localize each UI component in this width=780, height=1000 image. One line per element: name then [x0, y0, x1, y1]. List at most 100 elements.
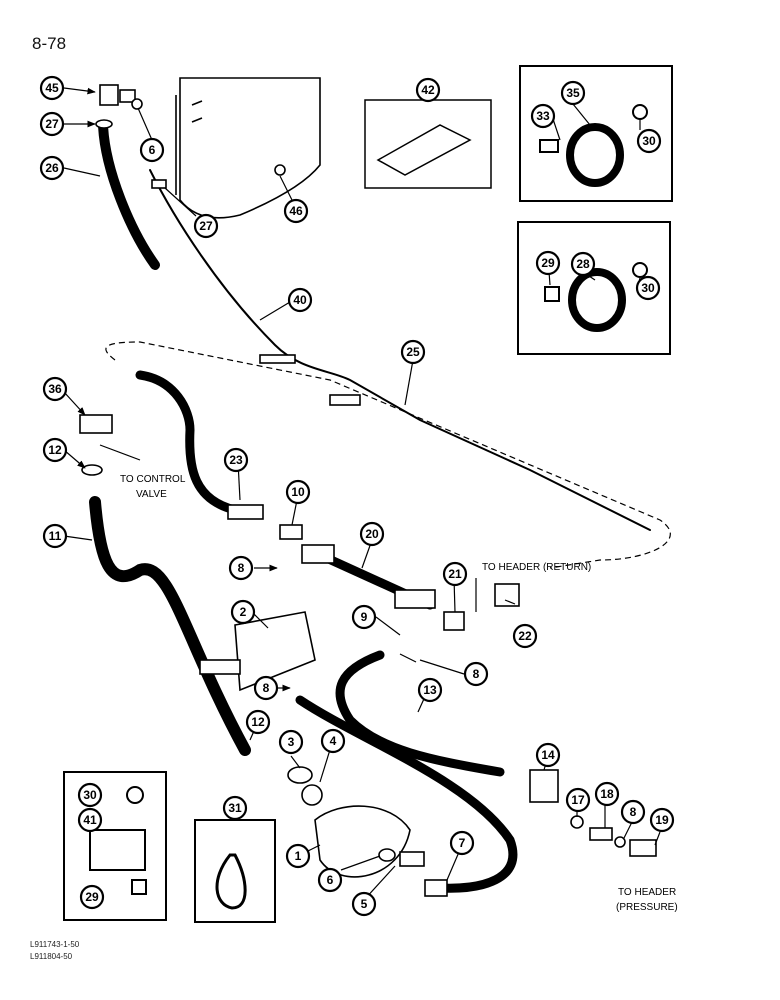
callout-45: 45: [39, 75, 65, 101]
inset-box-clamp-28: [517, 221, 671, 355]
callout-29b: 29: [79, 884, 105, 910]
note-to-header-pressure-2: (PRESSURE): [616, 902, 678, 913]
svg-text:29: 29: [85, 890, 99, 904]
svg-text:5: 5: [361, 897, 368, 911]
callout-18: 18: [594, 781, 620, 807]
svg-text:22: 22: [518, 629, 532, 643]
callout-30c: 30: [77, 782, 103, 808]
callout-19: 19: [649, 807, 675, 833]
callout-7: 7: [449, 830, 475, 856]
callout-27b: 27: [193, 213, 219, 239]
callout-20: 20: [359, 521, 385, 547]
figure-code-2: L911804-50: [30, 952, 73, 961]
svg-text:36: 36: [48, 382, 62, 396]
svg-text:27: 27: [45, 117, 59, 131]
svg-text:6: 6: [327, 873, 334, 887]
svg-text:14: 14: [541, 748, 555, 762]
callout-31: 31: [222, 795, 248, 821]
svg-text:11: 11: [49, 529, 62, 543]
callout-2: 2: [230, 599, 256, 625]
svg-text:42: 42: [421, 83, 435, 97]
callout-9: 9: [351, 604, 377, 630]
svg-text:3: 3: [288, 735, 295, 749]
callout-33: 33: [530, 103, 556, 129]
svg-text:29: 29: [541, 256, 555, 270]
callout-40: 40: [287, 287, 313, 313]
callout-17: 17: [565, 787, 591, 813]
callout-13: 13: [417, 677, 443, 703]
svg-text:30: 30: [83, 788, 97, 802]
svg-text:6: 6: [149, 143, 156, 157]
callout-36: 36: [42, 376, 68, 402]
callout-41: 41: [77, 807, 103, 833]
svg-text:30: 30: [642, 134, 656, 148]
callout-30: 30: [636, 128, 662, 154]
svg-text:30: 30: [641, 281, 655, 295]
svg-text:12: 12: [251, 715, 265, 729]
inset-box-42: [364, 99, 492, 189]
svg-text:21: 21: [448, 567, 462, 581]
svg-text:7: 7: [459, 836, 466, 850]
svg-text:23: 23: [229, 453, 243, 467]
callout-14: 14: [535, 742, 561, 768]
svg-text:4: 4: [330, 734, 337, 748]
svg-text:20: 20: [365, 527, 379, 541]
svg-text:13: 13: [423, 683, 437, 697]
callout-12: 12: [42, 437, 68, 463]
svg-text:8: 8: [473, 667, 480, 681]
note-to-control-valve-1: TO CONTROL: [120, 474, 186, 485]
callout-5: 5: [351, 891, 377, 917]
page-number: 8-78: [32, 34, 67, 53]
note-to-header-return: TO HEADER (RETURN): [482, 562, 591, 573]
callout-8: 8: [228, 555, 254, 581]
callouts: 45 27 6 26 46 27 42 35 33 30 28 29 30 40…: [39, 75, 675, 917]
callout-42: 42: [415, 77, 441, 103]
note-to-header-pressure-1: TO HEADER: [618, 887, 676, 898]
hoses: [89, 120, 651, 893]
callout-21: 21: [442, 561, 468, 587]
callout-35: 35: [560, 80, 586, 106]
callout-10: 10: [285, 479, 311, 505]
svg-text:46: 46: [289, 204, 303, 218]
callout-1: 1: [285, 843, 311, 869]
svg-text:8: 8: [630, 805, 637, 819]
callout-6b: 6: [317, 867, 343, 893]
svg-text:45: 45: [45, 81, 59, 95]
svg-text:28: 28: [576, 257, 590, 271]
callout-11: 11: [42, 523, 68, 549]
callout-8c: 8: [463, 661, 489, 687]
callout-27: 27: [39, 111, 65, 137]
callout-8d: 8: [620, 799, 646, 825]
callout-8b: 8: [253, 675, 279, 701]
svg-text:12: 12: [48, 443, 62, 457]
return-line-dashed: [105, 341, 671, 569]
inset-box-block-41: [63, 771, 167, 921]
reservoir-tank: [175, 77, 321, 219]
svg-text:8: 8: [263, 681, 270, 695]
svg-text:31: 31: [228, 801, 242, 815]
callout-26: 26: [39, 155, 65, 181]
annotation-notes: TO CONTROL VALVE TO HEADER (RETURN) TO H…: [120, 474, 678, 913]
svg-text:35: 35: [566, 86, 580, 100]
callout-25: 25: [400, 339, 426, 365]
svg-text:19: 19: [655, 813, 669, 827]
svg-text:10: 10: [291, 485, 305, 499]
svg-text:18: 18: [600, 787, 614, 801]
callout-6: 6: [139, 137, 165, 163]
svg-text:41: 41: [83, 813, 97, 827]
callout-4: 4: [320, 728, 346, 754]
fittings: [79, 84, 657, 897]
svg-text:9: 9: [361, 610, 368, 624]
svg-text:25: 25: [406, 345, 420, 359]
inset-box-strap-31: [194, 819, 276, 923]
callout-46: 46: [283, 198, 309, 224]
svg-text:26: 26: [45, 161, 59, 175]
callout-28: 28: [570, 251, 596, 277]
svg-text:17: 17: [571, 793, 585, 807]
svg-text:27: 27: [199, 219, 213, 233]
callout-29: 29: [535, 250, 561, 276]
figure-code-1: L911743-1-50: [30, 940, 80, 949]
note-to-control-valve-2: VALVE: [136, 489, 167, 500]
svg-text:1: 1: [295, 849, 302, 863]
